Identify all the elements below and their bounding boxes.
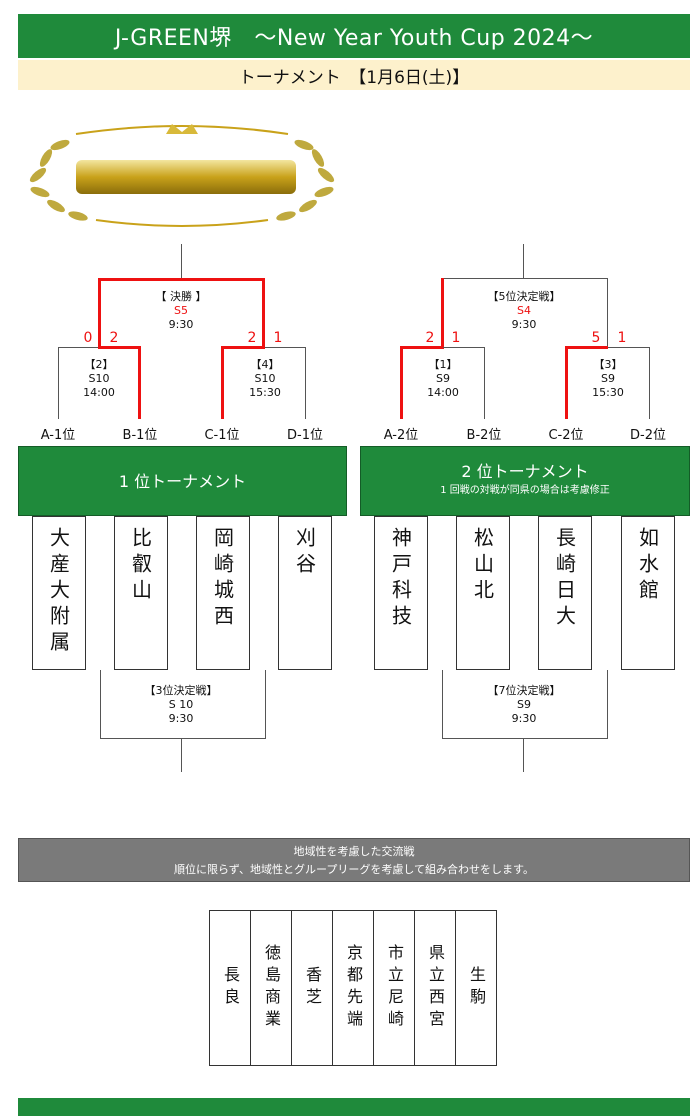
exchange-team-box: 長良: [209, 910, 251, 1066]
team-box: 長崎日大: [538, 516, 592, 670]
footer-bar: [18, 1098, 690, 1116]
match-semi-label: 【4】 S10 15:30: [249, 358, 281, 399]
page-title: J-GREEN堺 ～New Year Youth Cup 2024～: [18, 14, 690, 58]
slot-label: C-1位: [204, 428, 240, 443]
team-box: 比叡山: [114, 516, 168, 670]
second-place-banner: 2 位トーナメント 1 回戦の対戦が同県の場合は考慮修正: [360, 446, 690, 516]
team-box: 刈谷: [278, 516, 332, 670]
match-third-label: 【3位決定戦】 S 10 9:30: [144, 684, 218, 725]
exchange-team-box: 県立西宮: [414, 910, 456, 1066]
match-seventh-label: 【7位決定戦】 S9 9:30: [487, 684, 561, 725]
slot-label: A-2位: [383, 428, 419, 443]
match-fifth-label: 【5位決定戦】 S4 9:30: [487, 290, 561, 331]
match-semi-label: 【2】 S10 14:00: [83, 358, 115, 399]
score: 2: [109, 330, 119, 346]
exchange-team-box: 京都先端: [332, 910, 374, 1066]
match-semi-label: 【3】 S9 15:30: [592, 358, 624, 399]
score: 1: [451, 330, 461, 346]
score: 0: [83, 330, 93, 346]
slot-label: A-1位: [40, 428, 76, 443]
exchange-team-box: 徳島商業: [250, 910, 292, 1066]
match-final-label: 【 決勝 】 S5 9:30: [155, 290, 207, 331]
team-box: 岡崎城西: [196, 516, 250, 670]
exchange-team-box: 香芝: [291, 910, 333, 1066]
match-semi-label: 【1】 S9 14:00: [427, 358, 459, 399]
first-place-banner: 1 位トーナメント: [18, 446, 347, 516]
slot-label: B-1位: [122, 428, 158, 443]
score: 5: [591, 330, 601, 346]
slot-label: D-1位: [287, 428, 323, 443]
score: 1: [617, 330, 627, 346]
slot-label: B-2位: [466, 428, 502, 443]
team-box: 神戸科技: [374, 516, 428, 670]
score: 2: [247, 330, 257, 346]
team-box: 大産大附属: [32, 516, 86, 670]
score: 2: [425, 330, 435, 346]
page-subtitle: トーナメント 【1月6日(土)】: [18, 60, 690, 90]
laurel-wreath-icon: [29, 124, 335, 227]
exchange-team-box: 市立尼崎: [373, 910, 415, 1066]
score: 1: [273, 330, 283, 346]
exchange-note: 地域性を考慮した交流戦 順位に限らず、地域性とグループリーグを考慮して組み合わせ…: [18, 838, 690, 882]
team-box: 松山北: [456, 516, 510, 670]
team-box: 如水館: [621, 516, 675, 670]
slot-label: C-2位: [548, 428, 584, 443]
exchange-team-box: 生駒: [455, 910, 497, 1066]
slot-label: D-2位: [630, 428, 666, 443]
